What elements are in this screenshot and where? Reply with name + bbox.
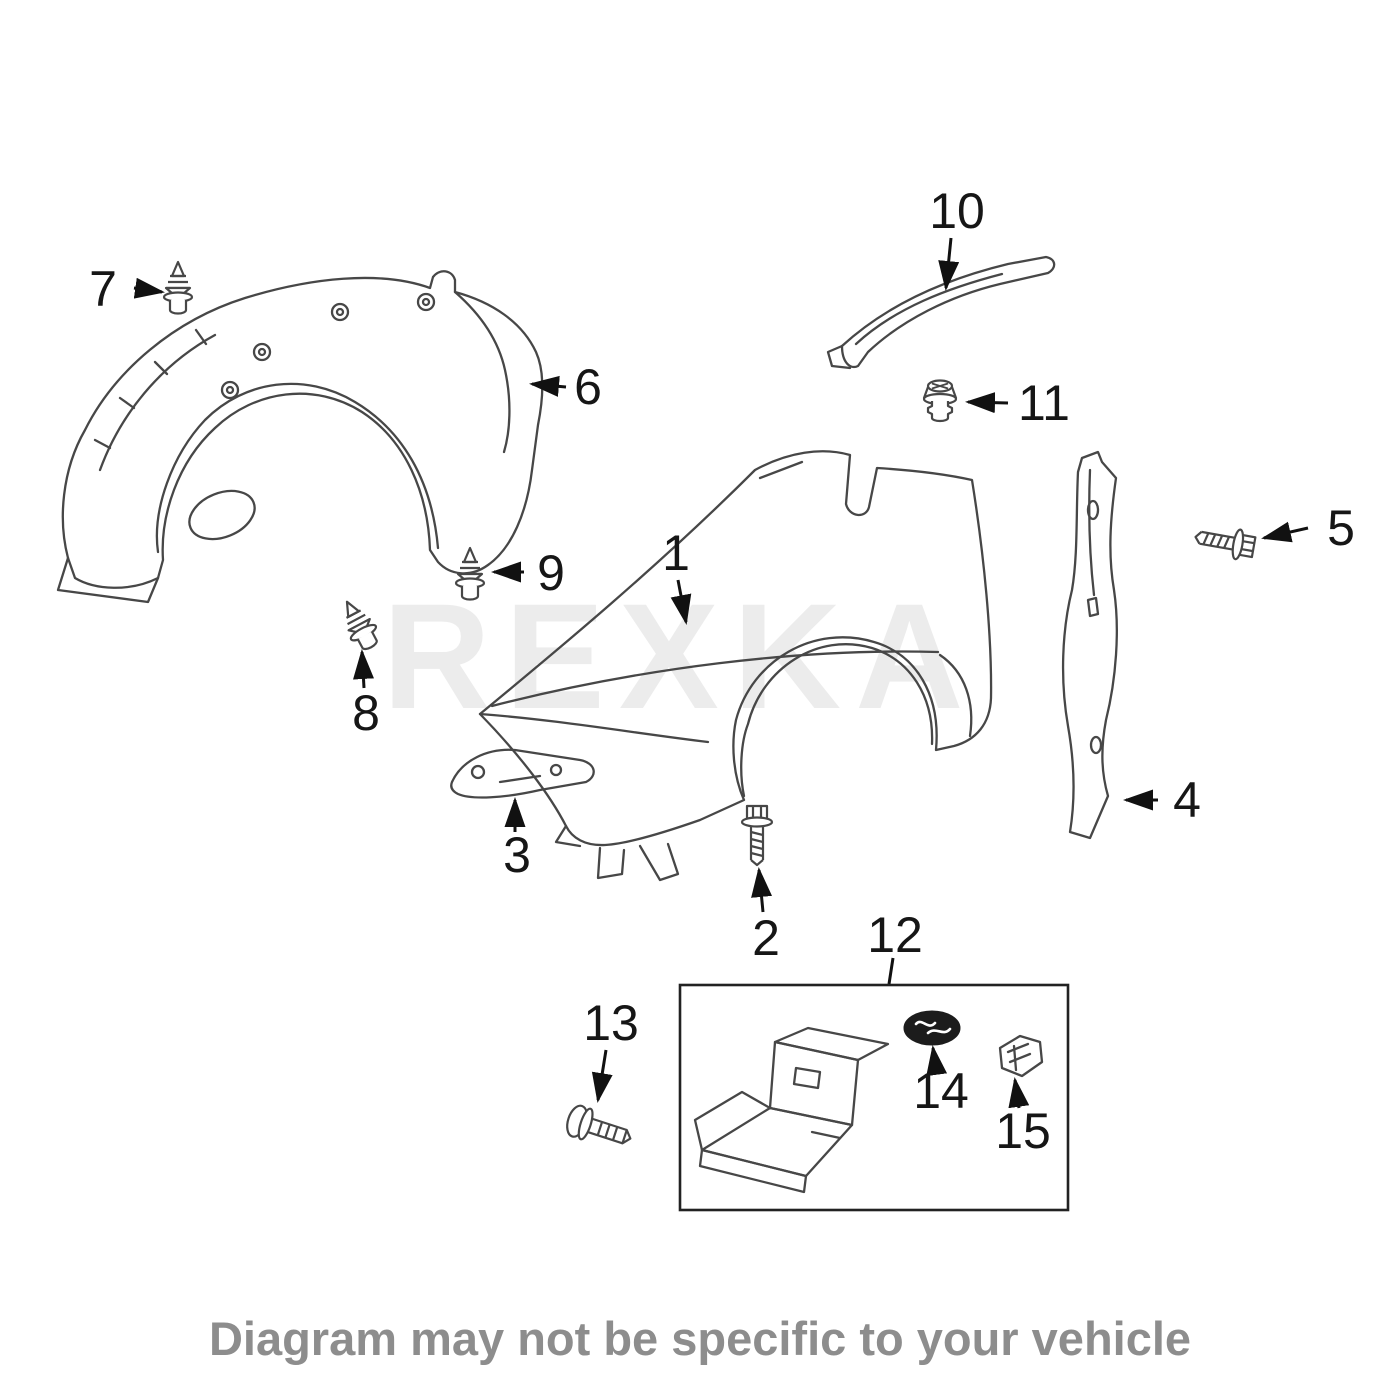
callout-label-13: 13	[583, 995, 639, 1051]
callout-label-11: 11	[1018, 375, 1070, 431]
callout-label-12: 12	[867, 907, 923, 963]
bracket-assembly-drawing	[693, 1026, 890, 1194]
clip-part-8	[333, 594, 385, 655]
clip-part-15	[998, 1034, 1044, 1078]
grommet-cap-part-14	[903, 1010, 961, 1046]
arrow-to-part-2	[751, 867, 773, 913]
callout-label-9: 9	[537, 545, 565, 601]
arrow-to-part-6	[529, 375, 567, 397]
arrow-to-part-10	[938, 237, 960, 291]
side-bracket-drawing	[1061, 450, 1118, 840]
arrow-to-part-5	[1261, 521, 1309, 543]
detail-box-12	[678, 983, 1070, 1212]
callout-label-6: 6	[574, 359, 602, 415]
bolt-part-5	[1191, 521, 1258, 564]
arrow-to-part-15	[1008, 1077, 1030, 1109]
arrow-to-part-11	[965, 392, 1009, 414]
callout-label-1: 1	[662, 525, 690, 581]
callout-label-7: 7	[89, 261, 117, 317]
disclaimer-caption: Diagram may not be specific to your vehi…	[209, 1312, 1191, 1365]
fender-drawing	[478, 450, 993, 882]
callout-label-3: 3	[503, 827, 531, 883]
callout-label-4: 4	[1173, 772, 1201, 828]
callout-label-8: 8	[352, 685, 380, 741]
clip-part-11	[922, 379, 958, 423]
leader-to-box-12	[887, 957, 895, 985]
fender-liner-drawing	[56, 270, 544, 604]
callout-label-14: 14	[913, 1063, 969, 1119]
callout-label-10: 10	[929, 183, 985, 239]
cowl-strip-drawing	[826, 255, 1056, 370]
lower-bracket-drawing	[450, 748, 595, 799]
arrow-to-part-1	[670, 579, 692, 625]
arrow-to-part-8	[353, 649, 374, 689]
arrow-to-part-14	[926, 1045, 948, 1077]
bolt-part-2	[740, 804, 774, 867]
clip-part-7	[162, 260, 194, 315]
arrow-to-part-13	[591, 1049, 613, 1103]
arrow-to-part-7	[133, 277, 165, 299]
callout-label-5: 5	[1327, 500, 1355, 556]
callout-label-2: 2	[752, 910, 780, 966]
rivet-part-13	[562, 1102, 637, 1155]
callout-label-15: 15	[995, 1103, 1051, 1159]
